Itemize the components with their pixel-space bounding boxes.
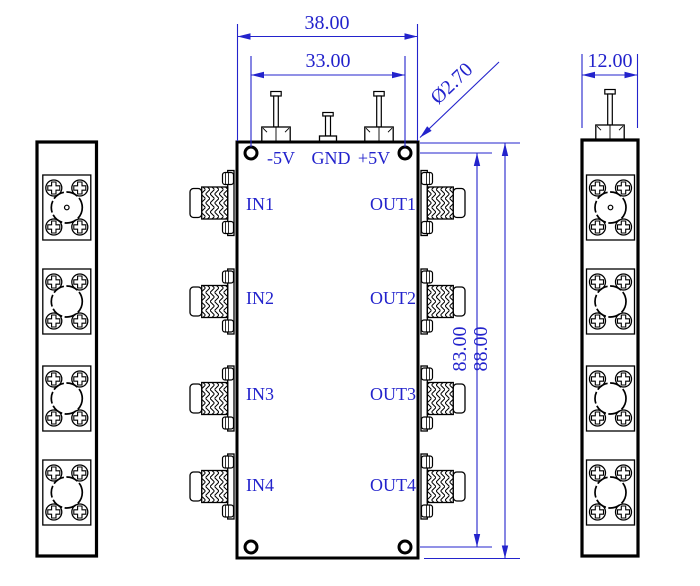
mounting-hole-top-left (243, 145, 259, 161)
sma-flange-panel-3 (587, 366, 635, 431)
sma-flange-panel-1 (587, 175, 635, 240)
sma-connector-in1 (189, 169, 235, 237)
port-label-in1: IN1 (246, 194, 274, 214)
port-label-out1: OUT1 (370, 194, 416, 214)
sma-flange-panel-4 (43, 460, 91, 525)
dimension-outer-height: 88.00 (420, 142, 520, 560)
dimension-hole-span-height: 83.00 (420, 152, 492, 548)
sma-flange-panel-2 (43, 269, 91, 334)
right-side-view (580, 88, 640, 558)
power-label-pos5v: +5V (358, 148, 390, 168)
power-label-neg5v: -5V (267, 148, 295, 168)
extension-lines (250, 56, 406, 147)
sma-flange-panel-3 (43, 366, 91, 431)
dimension-label: 88.00 (470, 327, 492, 372)
dimension-label: 83.00 (449, 327, 471, 372)
extension-lines (236, 24, 419, 141)
feedthrough-pin-gnd (318, 111, 338, 143)
leader-line (419, 61, 500, 138)
left-side-view (35, 140, 99, 558)
port-label-in2: IN2 (246, 288, 274, 308)
dimension-hole-diameter: Ø2.70 (419, 59, 500, 138)
sma-connector-out1 (420, 169, 466, 237)
port-label-in4: IN4 (246, 475, 274, 495)
feedthrough-pin (595, 88, 625, 141)
dimension-side-width: 12.00 (581, 50, 639, 128)
dimension-label: 33.00 (306, 50, 351, 72)
sma-connector-out2 (420, 268, 466, 335)
sma-connector-in4 (189, 453, 235, 520)
sma-connector-out4 (420, 453, 466, 520)
feedthrough-pin-pos5v (364, 90, 394, 143)
feedthrough-pin-neg5v (261, 90, 291, 143)
sma-flange-panel-4 (587, 460, 635, 525)
dimension-label: 12.00 (588, 50, 633, 72)
sma-connector-out3 (420, 365, 466, 432)
sma-connector-in3 (189, 365, 235, 432)
sma-connector-in2 (189, 268, 235, 335)
port-label-out3: OUT3 (370, 384, 416, 404)
sma-flange-panel-2 (587, 269, 635, 334)
sma-flange-panel-1 (43, 175, 91, 240)
port-label-out4: OUT4 (370, 475, 416, 495)
top-view: -5V GND +5V IN1 IN2 IN3 IN4 OUT1 OUT2 OU… (189, 90, 466, 560)
extension-lines (581, 54, 639, 128)
dimension-label: 38.00 (305, 12, 350, 34)
dimension-hole-span-width: 33.00 (250, 50, 406, 147)
port-label-out2: OUT2 (370, 288, 416, 308)
dimension-outer-width: 38.00 (236, 12, 419, 141)
module-body (235, 140, 420, 560)
port-label-in3: IN3 (246, 384, 274, 404)
mounting-hole-bottom-left (243, 539, 259, 555)
mounting-hole-top-right (397, 145, 413, 161)
mounting-hole-bottom-right (397, 539, 413, 555)
power-label-gnd: GND (312, 148, 351, 168)
dimension-label: Ø2.70 (426, 59, 477, 109)
